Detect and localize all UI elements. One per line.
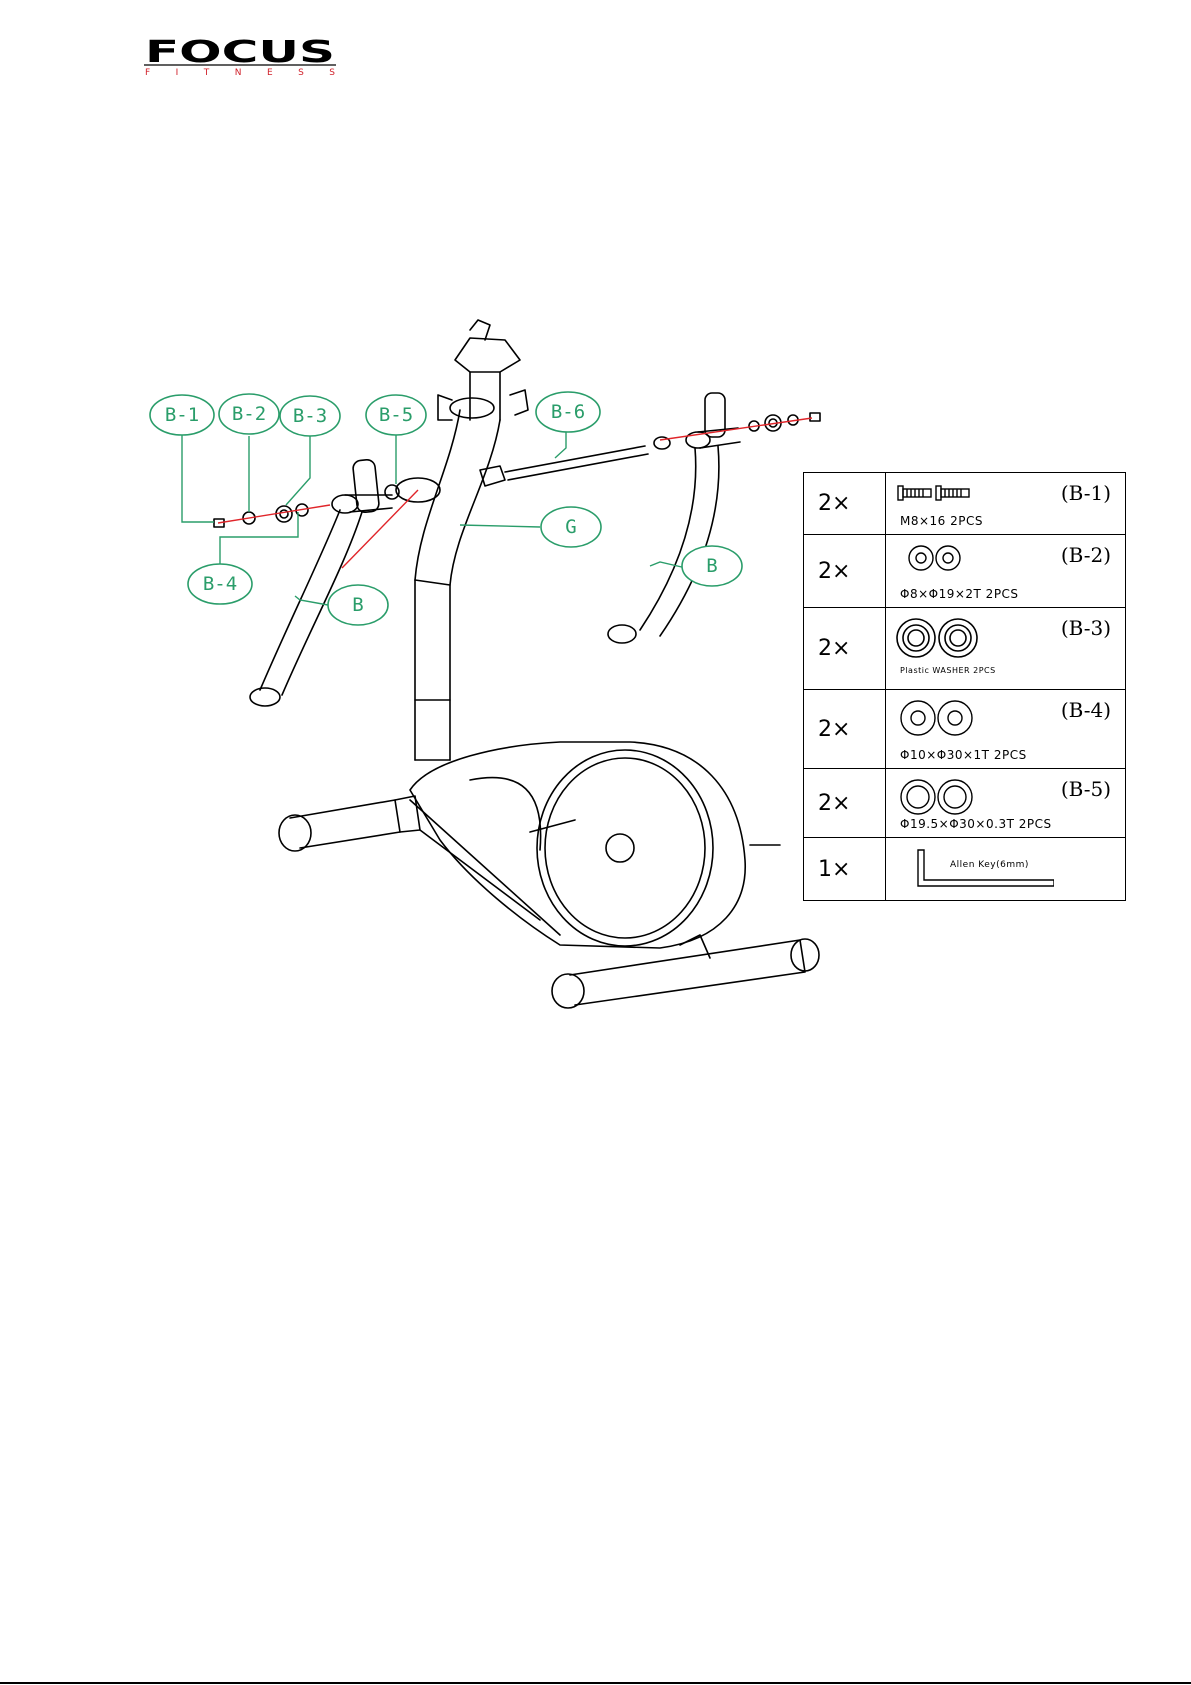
callout-b4: B-4	[188, 564, 252, 604]
parts-row-allen-key: 1× Allen Key(6mm)	[804, 838, 1126, 901]
parts-row-b3: 2× (B-3) Plastic WASHER 2PCS	[804, 608, 1126, 690]
svg-text:G: G	[565, 516, 576, 538]
washer-icon	[906, 543, 986, 573]
part-qty: 1×	[804, 838, 886, 901]
callout-b6: B-6	[536, 392, 600, 432]
part-code: (B-2)	[1061, 543, 1111, 567]
part-qty: 2×	[804, 690, 886, 769]
part-code: (B-1)	[1061, 481, 1111, 505]
part-code: (B-5)	[1061, 777, 1111, 801]
svg-text:B: B	[352, 594, 363, 616]
parts-row-b2: 2× (B-2) Φ8×Φ19×2T 2PCS	[804, 535, 1126, 608]
part-qty: 2×	[804, 769, 886, 838]
washer-icon	[898, 698, 988, 738]
part-spec: M8×16 2PCS	[900, 514, 983, 528]
callout-g: G	[541, 507, 601, 547]
callout-b3: B-3	[280, 396, 340, 436]
part-spec: Plastic WASHER 2PCS	[900, 666, 996, 675]
svg-text:B: B	[706, 555, 717, 577]
svg-text:B-6: B-6	[551, 401, 585, 423]
part-code: (B-3)	[1061, 616, 1111, 640]
part-code: (B-4)	[1061, 698, 1111, 722]
main-post-drawing	[415, 320, 528, 760]
page-bottom-rule	[0, 1682, 1191, 1684]
parts-row-b4: 2× (B-4) Φ10×Φ30×1T 2PCS	[804, 690, 1126, 769]
part-qty: 2×	[804, 473, 886, 535]
right-arm-drawing	[608, 393, 740, 643]
callout-b-left: B	[328, 585, 388, 625]
part-spec: Φ10×Φ30×1T 2PCS	[900, 748, 1027, 762]
thin-washer-icon	[898, 777, 988, 817]
leader-lines	[182, 432, 686, 605]
callout-b-right: B	[682, 546, 742, 586]
flywheel-housing-drawing	[410, 742, 780, 948]
hardware-parts-table: 2× (B-1) M8×16 2PCS 2× (	[803, 472, 1126, 901]
svg-text:B-5: B-5	[379, 404, 413, 426]
focus-fitness-logo: FOCUS FITNESS	[140, 38, 340, 78]
callout-b2: B-2	[219, 394, 279, 434]
plastic-washer-icon	[896, 616, 986, 660]
svg-text:B-3: B-3	[293, 405, 327, 427]
part-qty: 2×	[804, 535, 886, 608]
assembly-lines	[218, 418, 812, 568]
bolt-icon	[896, 481, 976, 505]
parts-row-b5: 2× (B-5) Φ19.5×Φ30×0.3T 2PCS	[804, 769, 1126, 838]
callout-b1: B-1	[150, 395, 214, 435]
parts-row-b1: 2× (B-1) M8×16 2PCS	[804, 473, 1126, 535]
left-fasteners-drawing	[214, 485, 399, 527]
part-spec: Φ8×Φ19×2T 2PCS	[900, 587, 1019, 601]
rear-stabilizer-drawing	[279, 796, 420, 851]
svg-text:B-4: B-4	[203, 573, 237, 595]
part-qty: 2×	[804, 608, 886, 690]
svg-text:B-1: B-1	[165, 404, 199, 426]
part-spec: Φ19.5×Φ30×0.3T 2PCS	[900, 817, 1052, 831]
part-spec: Allen Key(6mm)	[950, 860, 1029, 870]
callout-b5: B-5	[366, 395, 426, 435]
svg-text:B-2: B-2	[232, 403, 266, 425]
right-fasteners-drawing	[654, 413, 820, 449]
